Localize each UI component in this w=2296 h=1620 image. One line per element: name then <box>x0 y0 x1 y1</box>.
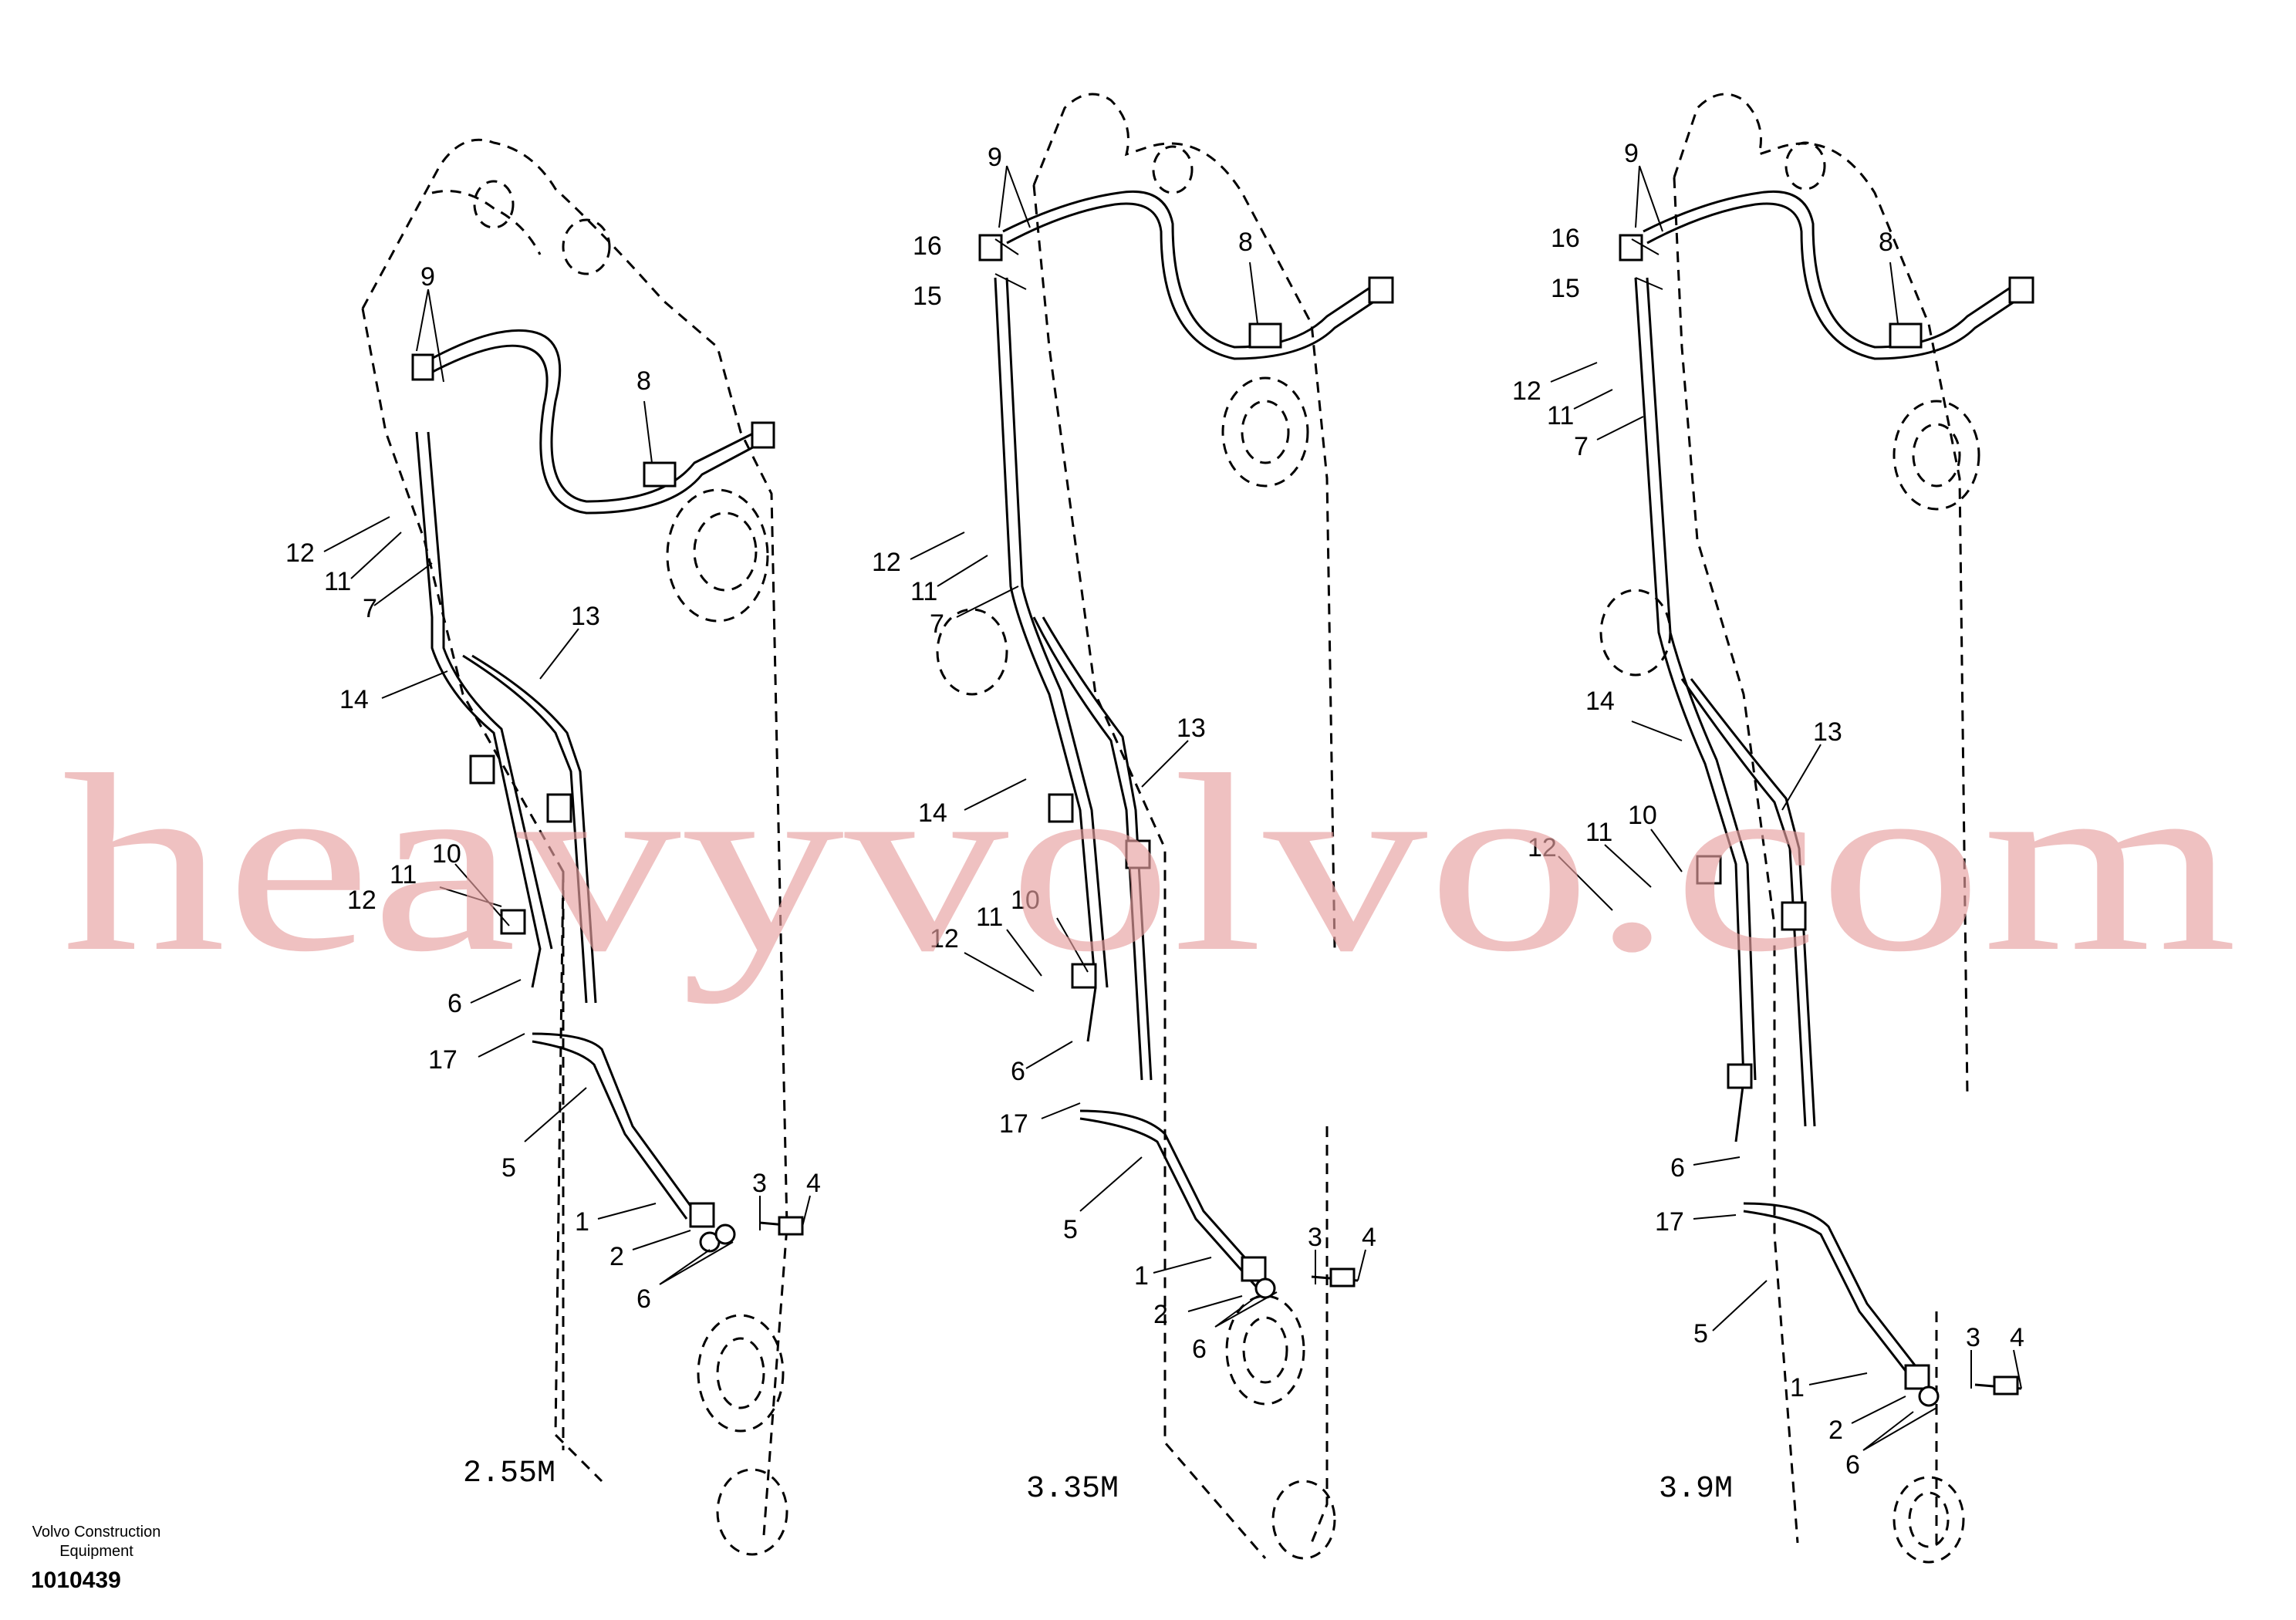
callout: 8 <box>1238 228 1253 257</box>
callout-labels: 9 8 12 11 7 13 14 11 10 12 6 17 5 1 2 3 … <box>285 262 821 1314</box>
callout: 6 <box>1845 1450 1860 1480</box>
callout: 13 <box>1813 717 1842 747</box>
callout: 4 <box>1362 1223 1376 1252</box>
callout: 11 <box>1585 818 1612 847</box>
callout: 14 <box>1585 687 1615 716</box>
callout: 2 <box>609 1242 624 1271</box>
callout: 16 <box>913 231 942 261</box>
callout: 11 <box>390 860 417 889</box>
callout: 4 <box>806 1169 821 1198</box>
callout: 11 <box>324 567 351 596</box>
callout: 10 <box>432 839 461 869</box>
callout: 12 <box>930 924 959 953</box>
callout: 1 <box>575 1207 589 1237</box>
callout: 6 <box>1670 1153 1685 1183</box>
callout: 7 <box>363 594 377 623</box>
length-label: 2.55M <box>463 1456 555 1491</box>
hose-assembly <box>978 190 1394 360</box>
footer-code: 1010439 <box>31 1568 121 1593</box>
callout: 13 <box>1177 714 1206 743</box>
callout: 12 <box>285 538 315 568</box>
footer-brand-line2: Equipment <box>59 1543 133 1560</box>
callout: 6 <box>447 989 462 1018</box>
callout: 8 <box>1879 228 1893 257</box>
variant-2-55m: 9 8 12 11 7 13 14 11 10 12 6 17 5 1 2 3 … <box>285 138 821 1556</box>
callout: 17 <box>999 1109 1028 1139</box>
tube-lines <box>415 431 804 1253</box>
variant-3-9m: 9 16 15 8 12 11 7 14 13 11 10 12 6 17 5 … <box>1512 93 2034 1564</box>
callout: 14 <box>918 798 947 828</box>
callout-labels: 9 16 15 8 12 11 7 14 13 11 10 12 6 17 5 … <box>1512 139 2024 1480</box>
callout: 11 <box>976 903 1003 932</box>
leader-lines <box>323 289 811 1285</box>
callout: 17 <box>1655 1207 1684 1237</box>
callout: 8 <box>636 366 651 396</box>
callout: 3 <box>1308 1223 1322 1252</box>
callout: 11 <box>1547 401 1574 430</box>
callout: 5 <box>1063 1215 1078 1244</box>
callout: 2 <box>1828 1416 1843 1445</box>
callout: 5 <box>1693 1319 1708 1348</box>
arm-outline <box>1599 93 1980 1564</box>
hose-assembly <box>411 329 775 515</box>
callout: 9 <box>988 143 1002 172</box>
watermark-text: heavyvolvo.com <box>62 723 2237 1004</box>
callout: 10 <box>1628 801 1657 830</box>
arm-outline <box>936 93 1336 1560</box>
callout: 17 <box>428 1045 458 1075</box>
tube-lines <box>1634 277 2022 1407</box>
callout: 9 <box>1624 139 1639 168</box>
footer-brand-line1: Volvo Construction <box>32 1524 161 1541</box>
callout: 15 <box>913 282 942 311</box>
length-label: 3.9M <box>1659 1472 1733 1507</box>
callout: 6 <box>636 1284 651 1314</box>
callout: 11 <box>910 577 937 606</box>
leader-lines <box>910 165 1366 1328</box>
callout: 13 <box>571 602 600 631</box>
callout: 12 <box>347 886 376 915</box>
callout: 12 <box>1528 833 1557 862</box>
callout: 5 <box>501 1153 516 1183</box>
hose-assembly <box>1619 190 2034 360</box>
callout: 1 <box>1134 1261 1149 1291</box>
leader-lines <box>1550 165 2022 1451</box>
length-label: 3.35M <box>1026 1472 1119 1507</box>
callout: 3 <box>752 1169 767 1198</box>
callout: 3 <box>1966 1323 1980 1352</box>
callout: 4 <box>2010 1323 2024 1352</box>
callout: 6 <box>1192 1335 1207 1364</box>
callout: 16 <box>1551 224 1580 253</box>
callout: 14 <box>339 685 369 714</box>
variant-3-35m: 9 16 15 8 12 11 7 13 14 12 11 10 6 17 5 … <box>872 93 1394 1560</box>
callout: 2 <box>1153 1300 1168 1329</box>
callout: 15 <box>1551 274 1580 303</box>
callout: 12 <box>872 548 901 577</box>
tube-lines <box>994 277 1359 1299</box>
callout: 12 <box>1512 376 1541 406</box>
arm-outline <box>361 138 788 1556</box>
callout: 10 <box>1011 886 1040 915</box>
callout-labels: 9 16 15 8 12 11 7 13 14 12 11 10 6 17 5 … <box>872 143 1376 1364</box>
callout: 7 <box>1574 432 1589 461</box>
callout: 1 <box>1790 1373 1805 1402</box>
callout: 6 <box>1011 1057 1025 1086</box>
callout: 7 <box>930 609 944 639</box>
callout: 9 <box>420 262 435 292</box>
